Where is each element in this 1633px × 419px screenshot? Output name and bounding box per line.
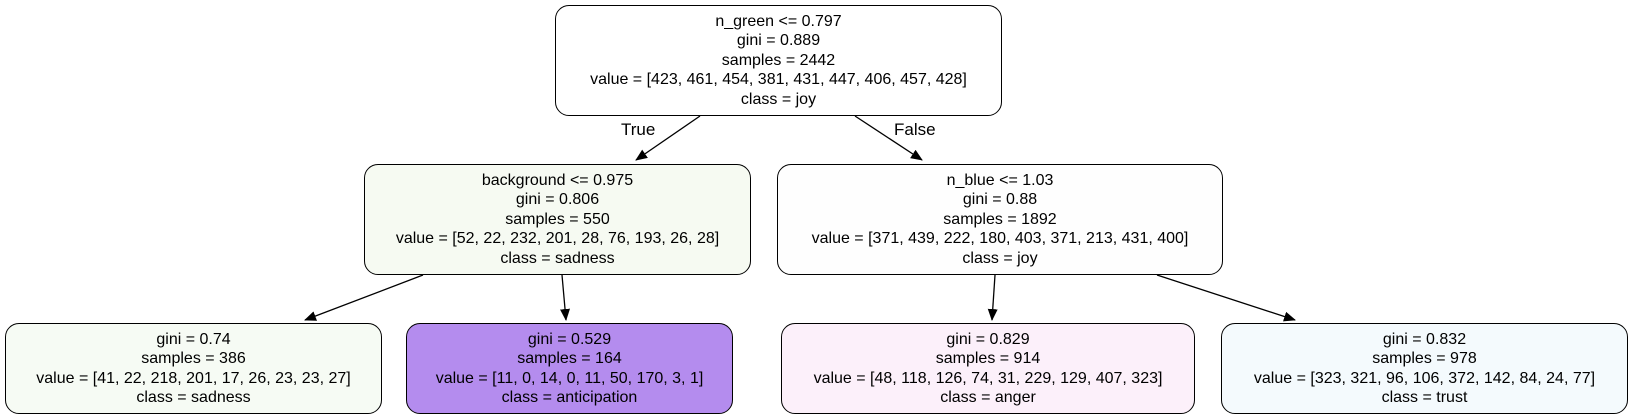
edge-left-lr bbox=[560, 274, 571, 321]
true-edge-label: True bbox=[621, 120, 656, 139]
samples-count: samples = 978 bbox=[1372, 350, 1477, 367]
samples-count: samples = 2442 bbox=[721, 51, 836, 69]
tree-node-root: n_green <= 0.797 gini = 0.889 samples = … bbox=[555, 5, 1002, 116]
class-label: class = anger bbox=[940, 389, 1036, 406]
tree-leaf-right-left: gini = 0.829 samples = 914 value = [48, … bbox=[781, 323, 1195, 414]
split-condition: background <= 0.975 bbox=[481, 171, 634, 189]
tree-node-right: n_blue <= 1.03 gini = 0.88 samples = 189… bbox=[777, 164, 1223, 275]
samples-count: samples = 550 bbox=[505, 210, 610, 228]
edge-right-rr bbox=[1156, 274, 1296, 322]
gini-value: gini = 0.529 bbox=[527, 330, 612, 348]
samples-count: samples = 914 bbox=[935, 350, 1041, 367]
samples-count: samples = 1892 bbox=[943, 210, 1057, 228]
gini-value: gini = 0.74 bbox=[156, 330, 231, 348]
class-distribution: value = [11, 0, 14, 0, 11, 50, 170, 3, 1… bbox=[435, 369, 704, 387]
class-label: class = joy bbox=[740, 90, 817, 108]
tree-leaf-right-right: gini = 0.832 samples = 978 value = [323,… bbox=[1221, 323, 1628, 414]
gini-value: gini = 0.88 bbox=[962, 191, 1038, 209]
class-label: class = anticipation bbox=[501, 389, 638, 406]
split-condition: n_blue <= 1.03 bbox=[946, 171, 1054, 189]
edge-root-left bbox=[635, 115, 701, 161]
tree-leaf-left-right: gini = 0.529 samples = 164 value = [11, … bbox=[406, 323, 733, 414]
class-distribution: value = [52, 22, 232, 201, 28, 76, 193, … bbox=[395, 230, 720, 248]
gini-value: gini = 0.806 bbox=[515, 191, 600, 209]
tree-node-left: background <= 0.975 gini = 0.806 samples… bbox=[364, 164, 751, 275]
class-distribution: value = [423, 461, 454, 381, 431, 447, 4… bbox=[590, 71, 967, 89]
gini-value: gini = 0.889 bbox=[736, 32, 821, 50]
class-label: class = trust bbox=[1381, 389, 1468, 406]
tree-leaf-left-left: gini = 0.74 samples = 386 value = [41, 2… bbox=[5, 323, 382, 414]
class-distribution: value = [48, 118, 126, 74, 31, 229, 129,… bbox=[813, 369, 1163, 387]
class-label: class = sadness bbox=[136, 389, 251, 406]
class-distribution: value = [371, 439, 222, 180, 403, 371, 2… bbox=[811, 230, 1189, 248]
edge-right-rl bbox=[987, 274, 998, 321]
class-label: class = sadness bbox=[500, 249, 615, 267]
gini-value: gini = 0.829 bbox=[946, 330, 1030, 348]
class-distribution: value = [41, 22, 218, 201, 17, 26, 23, 2… bbox=[36, 369, 351, 387]
gini-value: gini = 0.832 bbox=[1382, 330, 1467, 348]
edge-root-right bbox=[854, 115, 923, 161]
edge-left-ll bbox=[304, 274, 424, 321]
class-distribution: value = [323, 321, 96, 106, 372, 142, 84… bbox=[1253, 369, 1596, 387]
false-edge-label: False bbox=[894, 120, 936, 139]
samples-count: samples = 386 bbox=[141, 350, 246, 367]
split-condition: n_green <= 0.797 bbox=[715, 12, 842, 30]
class-label: class = joy bbox=[962, 249, 1038, 267]
samples-count: samples = 164 bbox=[517, 350, 622, 367]
